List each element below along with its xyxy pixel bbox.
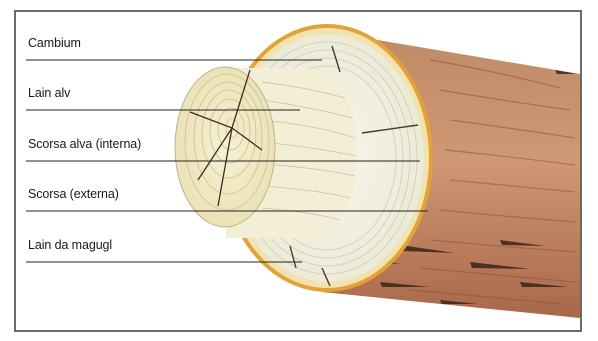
label-lain-da-magugl: Lain da magugl <box>28 238 112 252</box>
label-cambium: Cambium <box>28 36 81 50</box>
label-lain-alv: Lain alv <box>28 86 70 100</box>
heartwood-end-face <box>175 67 275 227</box>
label-scorsa-externa: Scorsa (externa) <box>28 187 119 201</box>
label-scorsa-alva-interna: Scorsa alva (interna) <box>28 137 141 151</box>
